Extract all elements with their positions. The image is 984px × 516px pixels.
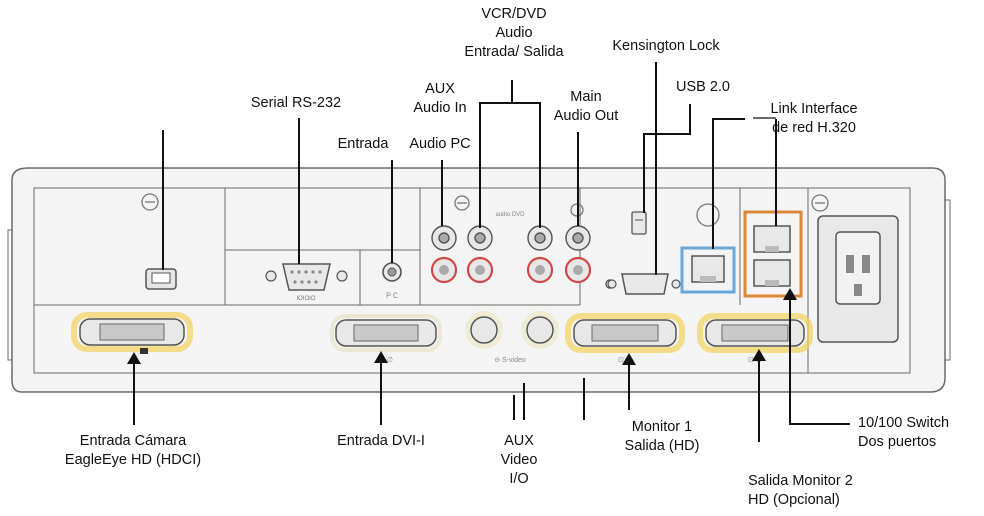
serial-port-mark: IOIOIO: [296, 296, 315, 302]
label-eagleeye-line1: Entrada Cámara: [79, 433, 187, 449]
serial-rs232-port: IOIOIO: [265, 263, 348, 302]
label-audio-pc: Audio PC: [400, 135, 480, 154]
label-aux-video-line2: Video: [500, 452, 538, 468]
label-kensington-lock: Kensington Lock: [596, 37, 736, 56]
label-link-interface: Link Interface de red H.320: [754, 100, 874, 138]
usb-port: [631, 211, 647, 235]
label-link-interface-line2: de red H.320: [772, 120, 856, 136]
power-socket: [817, 215, 899, 343]
dvi-i-input-port: ⊡ ∅: [330, 314, 442, 364]
label-monitor1-line2: Salida (HD): [624, 438, 700, 454]
label-main-audio-line1: Main: [570, 89, 602, 105]
pc-audio-mark: ＰＣ: [385, 292, 399, 300]
monitor1-dvi-port: ⊡ ∅: [565, 313, 685, 364]
network-h320-port: [680, 246, 736, 294]
label-aux-audio-in: AUX Audio In: [404, 80, 476, 118]
label-vcr-dvd-line2: Audio: [495, 25, 533, 41]
screw-icon: [141, 193, 829, 227]
label-dvi-input: Entrada DVI-I: [323, 432, 439, 451]
label-aux-audio-line2: Audio In: [413, 100, 467, 116]
eagleeye-hdci-port: [71, 312, 193, 354]
label-main-audio-out: Main Audio Out: [546, 88, 626, 126]
label-dvi-input-text: Entrada DVI-I: [337, 433, 425, 449]
label-eagleeye-camera: Entrada Cámara EagleEye HD (HDCI): [48, 432, 218, 470]
aux-svideo-ports: ⊖ S-video: [465, 311, 559, 364]
lan-switch-ports: [743, 210, 803, 298]
label-vcr-dvd-line3: Entrada/ Salida: [464, 44, 564, 60]
monitor2-dvi-port: ⊡ ∅: [697, 313, 813, 364]
label-aux-video-line1: AUX: [504, 433, 534, 449]
label-monitor2-line2: HD (Opcional): [748, 492, 840, 508]
label-serial-rs232: Serial RS-232: [236, 94, 356, 113]
label-monitor1-output: Monitor 1 Salida (HD): [612, 418, 712, 456]
svideo-mark: ⊖ S-video: [494, 357, 526, 364]
label-monitor2-output: Salida Monitor 2 HD (Opcional): [748, 472, 888, 510]
label-monitor1-line1: Monitor 1: [631, 419, 693, 435]
leader-lines: [133, 62, 850, 442]
label-usb-text: USB 2.0: [676, 79, 730, 95]
label-lan-switch: 10/100 Switch Dos puertos: [858, 414, 978, 452]
label-kensington-text: Kensington Lock: [612, 38, 720, 54]
label-monitor2-line1: Salida Monitor 2: [748, 473, 853, 489]
label-switch-line2: Dos puertos: [858, 434, 937, 450]
kensington-lock-port: [607, 273, 681, 295]
label-entrada-text: Entrada: [337, 136, 389, 152]
camera-control-port: [145, 268, 177, 290]
label-entrada: Entrada: [330, 135, 396, 154]
label-usb: USB 2.0: [668, 78, 738, 97]
label-main-audio-line2: Audio Out: [553, 108, 619, 124]
label-audio-pc-text: Audio PC: [409, 136, 471, 152]
audio-header-mark: audio DVD: [495, 212, 525, 218]
arrowheads: [127, 288, 797, 365]
dvi-ports: ⊡ ∅ ⊡ ∅ ⊡ ∅: [71, 312, 813, 364]
label-vcr-dvd-audio: VCR/DVD Audio Entrada/ Salida: [454, 5, 574, 62]
label-serial-text: Serial RS-232: [250, 95, 342, 111]
label-aux-audio-line1: AUX: [425, 81, 455, 97]
label-link-interface-line1: Link Interface: [770, 101, 858, 117]
label-switch-line1: 10/100 Switch: [858, 415, 950, 431]
label-aux-video-io: AUX Video I/O: [484, 432, 554, 489]
pc-audio-jack: ＰＣ: [382, 262, 402, 300]
label-vcr-dvd-line1: VCR/DVD: [481, 6, 547, 22]
label-eagleeye-line2: EagleEye HD (HDCI): [64, 452, 202, 468]
label-aux-video-line3: I/O: [509, 471, 529, 487]
